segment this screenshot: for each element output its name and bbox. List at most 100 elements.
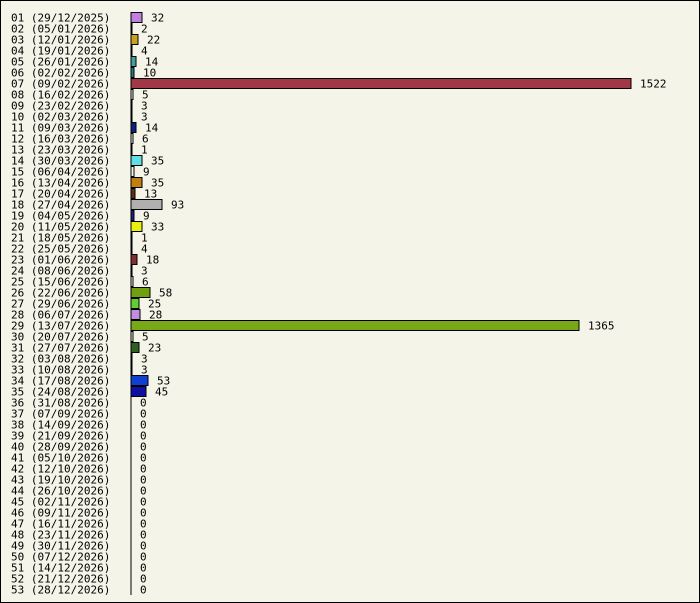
category-label: 09 (23/02/2026) (11, 100, 110, 113)
value-label: 1 (141, 232, 148, 245)
value-label: 3 (141, 100, 148, 113)
value-label: 1522 (640, 78, 667, 91)
value-label: 6 (142, 133, 149, 146)
category-label: 16 (13/04/2026) (11, 177, 110, 190)
category-label: 33 (10/08/2026) (11, 364, 110, 377)
category-label: 12 (16/03/2026) (11, 133, 110, 146)
value-label: 6 (142, 276, 149, 289)
value-label: 0 (140, 551, 147, 564)
bar (130, 386, 147, 397)
category-label: 46 (09/11/2026) (11, 507, 110, 520)
bar (130, 265, 133, 276)
bar (130, 23, 133, 34)
category-label: 41 (05/10/2026) (11, 452, 110, 465)
bar (130, 67, 135, 78)
bar (130, 89, 134, 100)
value-label: 0 (140, 485, 147, 498)
bar (130, 166, 135, 177)
category-label: 04 (19/01/2026) (11, 45, 110, 58)
bar (130, 210, 135, 221)
category-label: 27 (29/06/2026) (11, 298, 110, 311)
value-label: 14 (145, 56, 159, 69)
value-label: 0 (140, 518, 147, 531)
value-label: 2 (141, 23, 148, 36)
category-label: 37 (07/09/2026) (11, 408, 110, 421)
category-label: 26 (22/06/2026) (11, 287, 110, 300)
value-label: 0 (140, 452, 147, 465)
category-label: 52 (21/12/2026) (11, 573, 110, 586)
category-label: 03 (12/01/2026) (11, 34, 110, 47)
category-label: 17 (20/04/2026) (11, 188, 110, 201)
category-label: 34 (17/08/2026) (11, 375, 110, 388)
value-label: 14 (145, 122, 159, 135)
bar (130, 133, 134, 144)
value-label: 0 (140, 507, 147, 520)
bar (130, 320, 580, 331)
value-label: 0 (140, 441, 147, 454)
value-label: 3 (141, 364, 148, 377)
value-label: 4 (141, 45, 148, 58)
bar (130, 232, 133, 243)
bar (130, 34, 139, 45)
value-label: 93 (171, 199, 184, 212)
value-label: 1 (141, 144, 148, 157)
value-label: 58 (159, 287, 172, 300)
category-label: 43 (19/10/2026) (11, 474, 110, 487)
value-label: 9 (143, 166, 150, 179)
category-label: 05 (26/01/2026) (11, 56, 110, 69)
bar (130, 276, 134, 287)
value-label: 23 (148, 342, 161, 355)
value-label: 4 (141, 243, 148, 256)
value-label: 0 (140, 397, 147, 410)
value-label: 0 (140, 496, 147, 509)
bar (130, 331, 134, 342)
value-label: 0 (140, 584, 147, 597)
bar (130, 221, 143, 232)
value-label: 25 (148, 298, 161, 311)
category-label: 11 (09/03/2026) (11, 122, 110, 135)
bar (130, 243, 133, 254)
category-label: 38 (14/09/2026) (11, 419, 110, 432)
bar (130, 122, 137, 133)
category-label: 01 (29/12/2025) (11, 12, 110, 25)
value-label: 0 (140, 474, 147, 487)
bar (130, 375, 149, 386)
category-label: 02 (05/01/2026) (11, 23, 110, 36)
bar (130, 111, 133, 122)
bar (130, 78, 632, 89)
value-label: 0 (140, 562, 147, 575)
category-label: 07 (09/02/2026) (11, 78, 110, 91)
category-label: 10 (02/03/2026) (11, 111, 110, 124)
category-label: 24 (08/06/2026) (11, 265, 110, 278)
bar (130, 287, 151, 298)
category-label: 39 (21/09/2026) (11, 430, 110, 443)
category-label: 08 (16/02/2026) (11, 89, 110, 102)
value-label: 9 (143, 210, 150, 223)
bar (130, 12, 143, 23)
category-label: 25 (15/06/2026) (11, 276, 110, 289)
category-label: 51 (14/12/2026) (11, 562, 110, 575)
category-label: 06 (02/02/2026) (11, 67, 110, 80)
category-label: 32 (03/08/2026) (11, 353, 110, 366)
category-label: 40 (28/09/2026) (11, 441, 110, 454)
bar (130, 309, 141, 320)
bar (130, 188, 136, 199)
value-label: 22 (147, 34, 160, 47)
category-label: 14 (30/03/2026) (11, 155, 110, 168)
bar (130, 342, 140, 353)
value-label: 35 (151, 177, 164, 190)
value-label: 18 (146, 254, 159, 267)
category-label: 19 (04/05/2026) (11, 210, 110, 223)
value-label: 53 (157, 375, 170, 388)
value-label: 45 (155, 386, 168, 399)
category-label: 50 (07/12/2026) (11, 551, 110, 564)
bar (130, 100, 133, 111)
category-label: 21 (18/05/2026) (11, 232, 110, 245)
value-label: 32 (151, 12, 164, 25)
category-label: 45 (02/11/2026) (11, 496, 110, 509)
category-label: 47 (16/11/2026) (11, 518, 110, 531)
category-label: 48 (23/11/2026) (11, 529, 110, 542)
category-label: 18 (27/04/2026) (11, 199, 110, 212)
value-label: 0 (140, 419, 147, 432)
